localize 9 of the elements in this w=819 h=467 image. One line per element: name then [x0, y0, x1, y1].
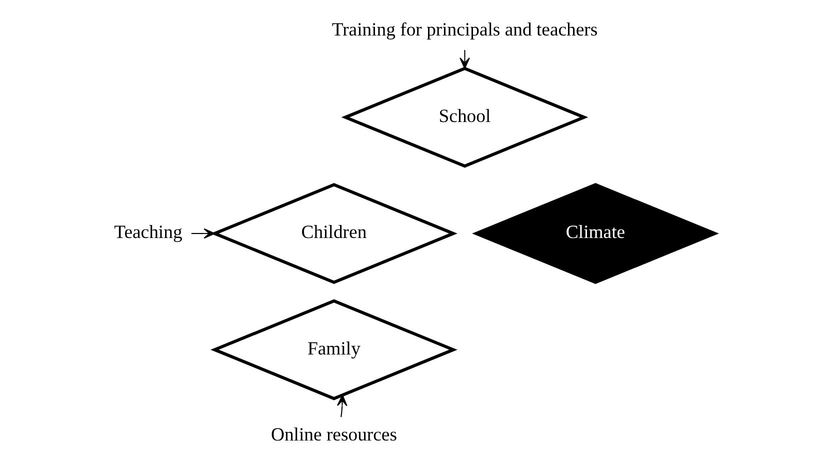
node-diamond: Climate: [472, 183, 718, 284]
node-diamond: Family: [210, 299, 457, 400]
node-diamond: School: [340, 66, 588, 168]
node-text: Training for principals and teachers: [331, 20, 598, 41]
arrow: [459, 50, 470, 69]
arrow: [336, 394, 347, 418]
node-text: Teaching: [114, 222, 182, 244]
arrow: [190, 228, 215, 239]
node-text: Online resources: [270, 424, 396, 446]
